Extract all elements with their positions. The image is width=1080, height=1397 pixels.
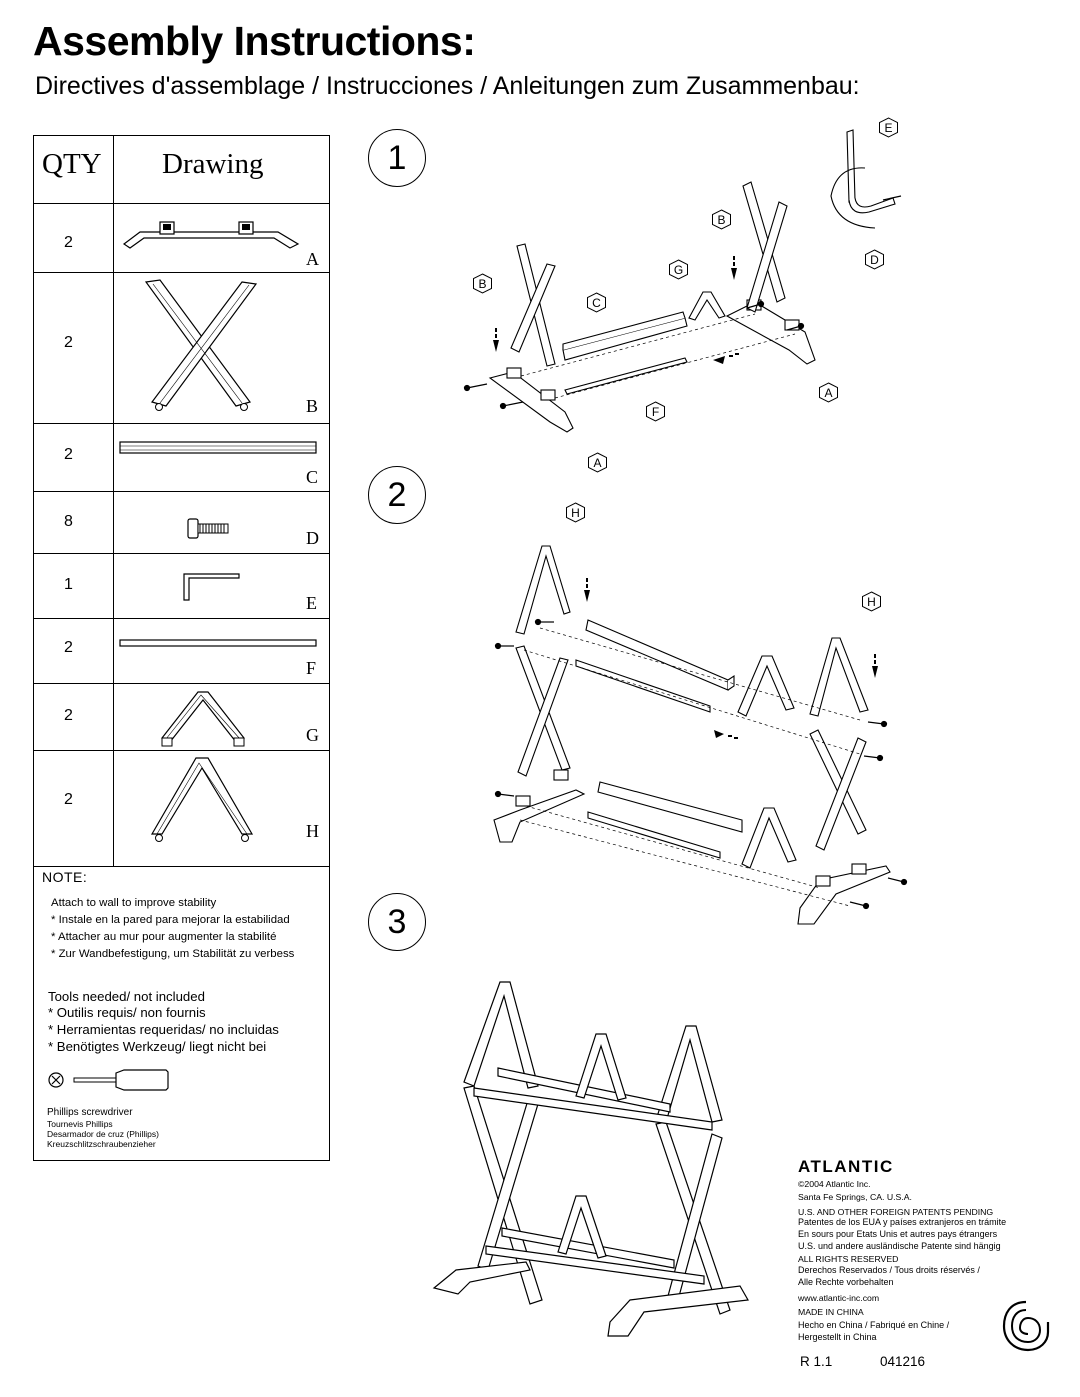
- part-c-shelf-drawing: [119, 441, 317, 454]
- part-e-qty: 1: [64, 576, 73, 593]
- part-b-letter: B: [306, 396, 319, 416]
- part-d-qty: 8: [64, 513, 73, 530]
- revision-label: R 1.1: [800, 1354, 833, 1369]
- step-number: 2: [368, 466, 426, 524]
- part-f-qty: 2: [64, 639, 73, 656]
- screwdriver-label: Desarmador de cruz (Phillips): [47, 1129, 159, 1139]
- part-f-rod-drawing: [119, 639, 317, 647]
- footer-line: MADE IN CHINA: [798, 1307, 864, 1317]
- part-d-screw-drawing: [187, 518, 229, 539]
- callout-h: H: [565, 502, 586, 523]
- footer-line: ©2004 Atlantic Inc.: [798, 1179, 871, 1189]
- step2-exploded-diagram: [493, 545, 908, 925]
- tools-line: * Outilis requis/ non fournis: [48, 1005, 206, 1020]
- callout-b: B: [711, 209, 732, 230]
- footer-line: Derechos Reservados / Tous droits réserv…: [798, 1265, 980, 1275]
- screwdriver-label: Kreuzschlitzschraubenzieher: [47, 1139, 156, 1149]
- part-h-letter: H: [306, 821, 319, 841]
- callout-g: G: [668, 259, 689, 280]
- part-e-letter: E: [306, 593, 317, 613]
- atlantic-logo: ATLANTIC: [798, 1157, 894, 1176]
- screwdriver-icon: [48, 1069, 169, 1091]
- part-c-letter: C: [306, 467, 319, 487]
- tools-line: * Herramientas requeridas/ no incluidas: [48, 1022, 279, 1037]
- note-line: * Zur Wandbefestigung, um Stabilität zu …: [51, 948, 295, 960]
- callout-c: C: [586, 292, 607, 313]
- note-line: * Attacher au mur pour augmenter la stab…: [51, 931, 277, 943]
- callout-e: E: [878, 117, 899, 138]
- parts-table: QTY Drawing 2 A 2 B 2 C 8 D 1 E: [33, 135, 330, 1161]
- footer-line: U.S. und andere ausländische Patente sin…: [798, 1241, 1001, 1251]
- part-a-qty: 2: [64, 234, 73, 251]
- part-e-hex-key-drawing: [183, 573, 240, 601]
- step-number: 1: [368, 129, 426, 187]
- part-a-letter: A: [306, 249, 319, 269]
- part-g-letter: G: [306, 725, 319, 745]
- part-b-qty: 2: [64, 334, 73, 351]
- footer-line: www.atlantic-inc.com: [798, 1293, 880, 1303]
- step3-assembled-rack-diagram: [432, 981, 749, 1337]
- part-d-letter: D: [306, 528, 319, 548]
- tools-line: * Benötigtes Werkzeug/ liegt nicht bei: [48, 1039, 267, 1054]
- callout-h: H: [861, 591, 882, 612]
- part-h-a-frame-drawing: [150, 757, 254, 842]
- part-a-base-drawing: [122, 221, 300, 249]
- footer-line: ALL RIGHTS RESERVED: [798, 1254, 899, 1264]
- document-code: 041216: [880, 1354, 926, 1369]
- footer-line: Alle Rechte vorbehalten: [798, 1277, 894, 1287]
- page-subtitle: Directives d'assemblage / Instrucciones …: [35, 72, 860, 100]
- footer-line: Santa Fe Springs, CA. U.S.A.: [798, 1192, 912, 1202]
- footer-line: U.S. AND OTHER FOREIGN PATENTS PENDING: [798, 1207, 994, 1217]
- footer-line: Hecho en China / Fabriqué en Chine /: [798, 1320, 950, 1330]
- part-f-letter: F: [306, 658, 317, 678]
- drawing-header: Drawing: [162, 148, 264, 180]
- part-g-qty: 2: [64, 707, 73, 724]
- note-line: Attach to wall to improve stability: [51, 897, 217, 909]
- step1-exploded-diagram: [463, 129, 902, 433]
- note-line: * Instale en la pared para mejorar la es…: [51, 914, 290, 926]
- tools-line: Tools needed/ not included: [48, 989, 205, 1004]
- callout-f: F: [645, 401, 666, 422]
- screwdriver-label: Phillips screwdriver: [47, 1107, 133, 1118]
- page-title: Assembly Instructions:: [33, 18, 476, 64]
- part-c-qty: 2: [64, 446, 73, 463]
- part-g-v-holder-drawing: [161, 691, 245, 747]
- step-number: 3: [368, 893, 426, 951]
- callout-a: A: [587, 452, 608, 473]
- screwdriver-label: Tournevis Phillips: [47, 1119, 113, 1129]
- footer-line: Hergestellt in China: [798, 1332, 877, 1342]
- footer-line: En sours pour Etats Unis et autres pays …: [798, 1229, 998, 1239]
- callout-b: B: [472, 273, 493, 294]
- footer-line: Patentes de los EUA y países extranjeros…: [798, 1217, 1007, 1227]
- note-heading: NOTE:: [42, 869, 88, 885]
- qty-header: QTY: [42, 148, 102, 180]
- atlantic-emblem-icon: [1002, 1300, 1050, 1352]
- callout-a: A: [818, 382, 839, 403]
- part-h-qty: 2: [64, 791, 73, 808]
- part-b-x-frame-drawing: [144, 279, 258, 411]
- callout-d: D: [864, 249, 885, 270]
